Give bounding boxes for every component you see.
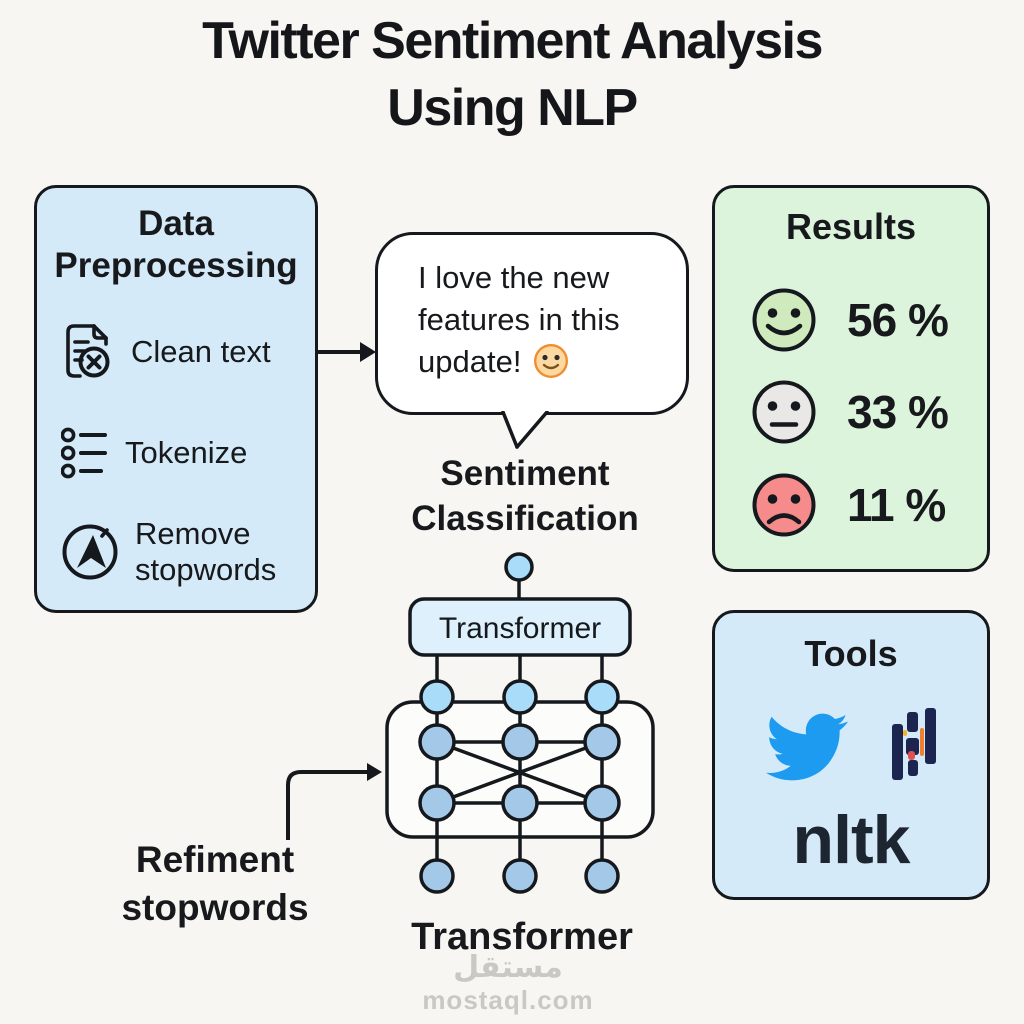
slightly-smiling-face-emoji bbox=[533, 343, 569, 390]
result-row-negative: 11 % bbox=[751, 472, 946, 538]
preprocessing-item-clean-text: Clean text bbox=[61, 316, 307, 388]
tweet-line1: I love the new bbox=[418, 260, 610, 295]
input-node bbox=[502, 858, 538, 894]
preprocessing-title: Data Preprocessing bbox=[54, 204, 298, 285]
watermark-domain: mostaql.com bbox=[422, 985, 594, 1015]
sentiment-classification-label: Sentiment Classification bbox=[411, 454, 639, 538]
output-node bbox=[504, 552, 534, 582]
network-node bbox=[502, 679, 538, 715]
preprocessing-item-label: Remove stopwords bbox=[135, 516, 277, 587]
nltk-brand-label: nltk bbox=[792, 802, 911, 878]
tweet-line2: features in this bbox=[418, 302, 620, 337]
preprocessing-item-remove-stopwords: Remove stopwords bbox=[61, 512, 307, 592]
input-node bbox=[419, 858, 455, 894]
transformer-box-label: Transformer bbox=[439, 612, 601, 645]
network-node bbox=[583, 784, 621, 822]
transformer-box bbox=[408, 597, 632, 657]
page-title: Twitter Sentiment Analysis Using NLP bbox=[0, 8, 1024, 141]
network-node bbox=[583, 723, 621, 761]
preprocessing-item-label: Clean text bbox=[131, 334, 271, 370]
preprocessing-item-tokenize: Tokenize bbox=[61, 424, 307, 482]
watermark-arabic: مستقل bbox=[453, 950, 563, 985]
results-title: Results bbox=[785, 206, 917, 247]
transformer-caption: Transformer bbox=[411, 916, 633, 958]
neutral-face-icon bbox=[752, 380, 816, 444]
remove-stopwords-icon bbox=[62, 524, 118, 580]
network-node bbox=[501, 723, 539, 761]
tweet-bubble: I love the new features in this update! bbox=[375, 232, 689, 415]
twitter-bird-icon bbox=[766, 713, 848, 781]
tweet-bubble-tail bbox=[501, 410, 549, 449]
page-title-line2: Using NLP bbox=[387, 78, 638, 137]
input-node bbox=[584, 858, 620, 894]
preprocessing-item-label: Tokenize bbox=[125, 435, 248, 471]
watermark: مستقل mostaql.com bbox=[398, 950, 618, 1016]
tweet-line3: update! bbox=[418, 341, 686, 390]
arrow-preprocessing-to-tweet bbox=[315, 342, 376, 362]
page-title-line1: Twitter Sentiment Analysis bbox=[202, 12, 823, 70]
result-row-positive: 56 % bbox=[751, 287, 949, 353]
clean-document-icon bbox=[66, 324, 110, 378]
token-list-icon bbox=[61, 427, 107, 479]
network-node bbox=[419, 679, 455, 715]
arrow-refine-to-network bbox=[286, 763, 382, 840]
result-row-neutral: 33 % bbox=[751, 379, 949, 445]
happy-face-icon bbox=[752, 288, 816, 352]
result-value: 11 % bbox=[847, 479, 946, 531]
network-node bbox=[418, 784, 456, 822]
network-node bbox=[501, 784, 539, 822]
tools-panel: Tools nltk bbox=[712, 610, 990, 900]
sad-face-icon bbox=[752, 473, 816, 537]
tools-title: Tools bbox=[804, 633, 898, 674]
refine-stopwords-label: Refiment stopwords bbox=[121, 839, 309, 929]
preprocessing-panel: Data Preprocessing Clean text bbox=[34, 185, 318, 613]
library-bars-icon bbox=[888, 708, 940, 780]
network-node bbox=[418, 723, 456, 761]
transformer-network-diagram: Transformer bbox=[385, 552, 655, 894]
network-node bbox=[584, 679, 620, 715]
results-panel: Results 56 % 33 % bbox=[712, 185, 990, 572]
result-value: 33 % bbox=[847, 386, 949, 438]
result-value: 56 % bbox=[847, 294, 949, 346]
